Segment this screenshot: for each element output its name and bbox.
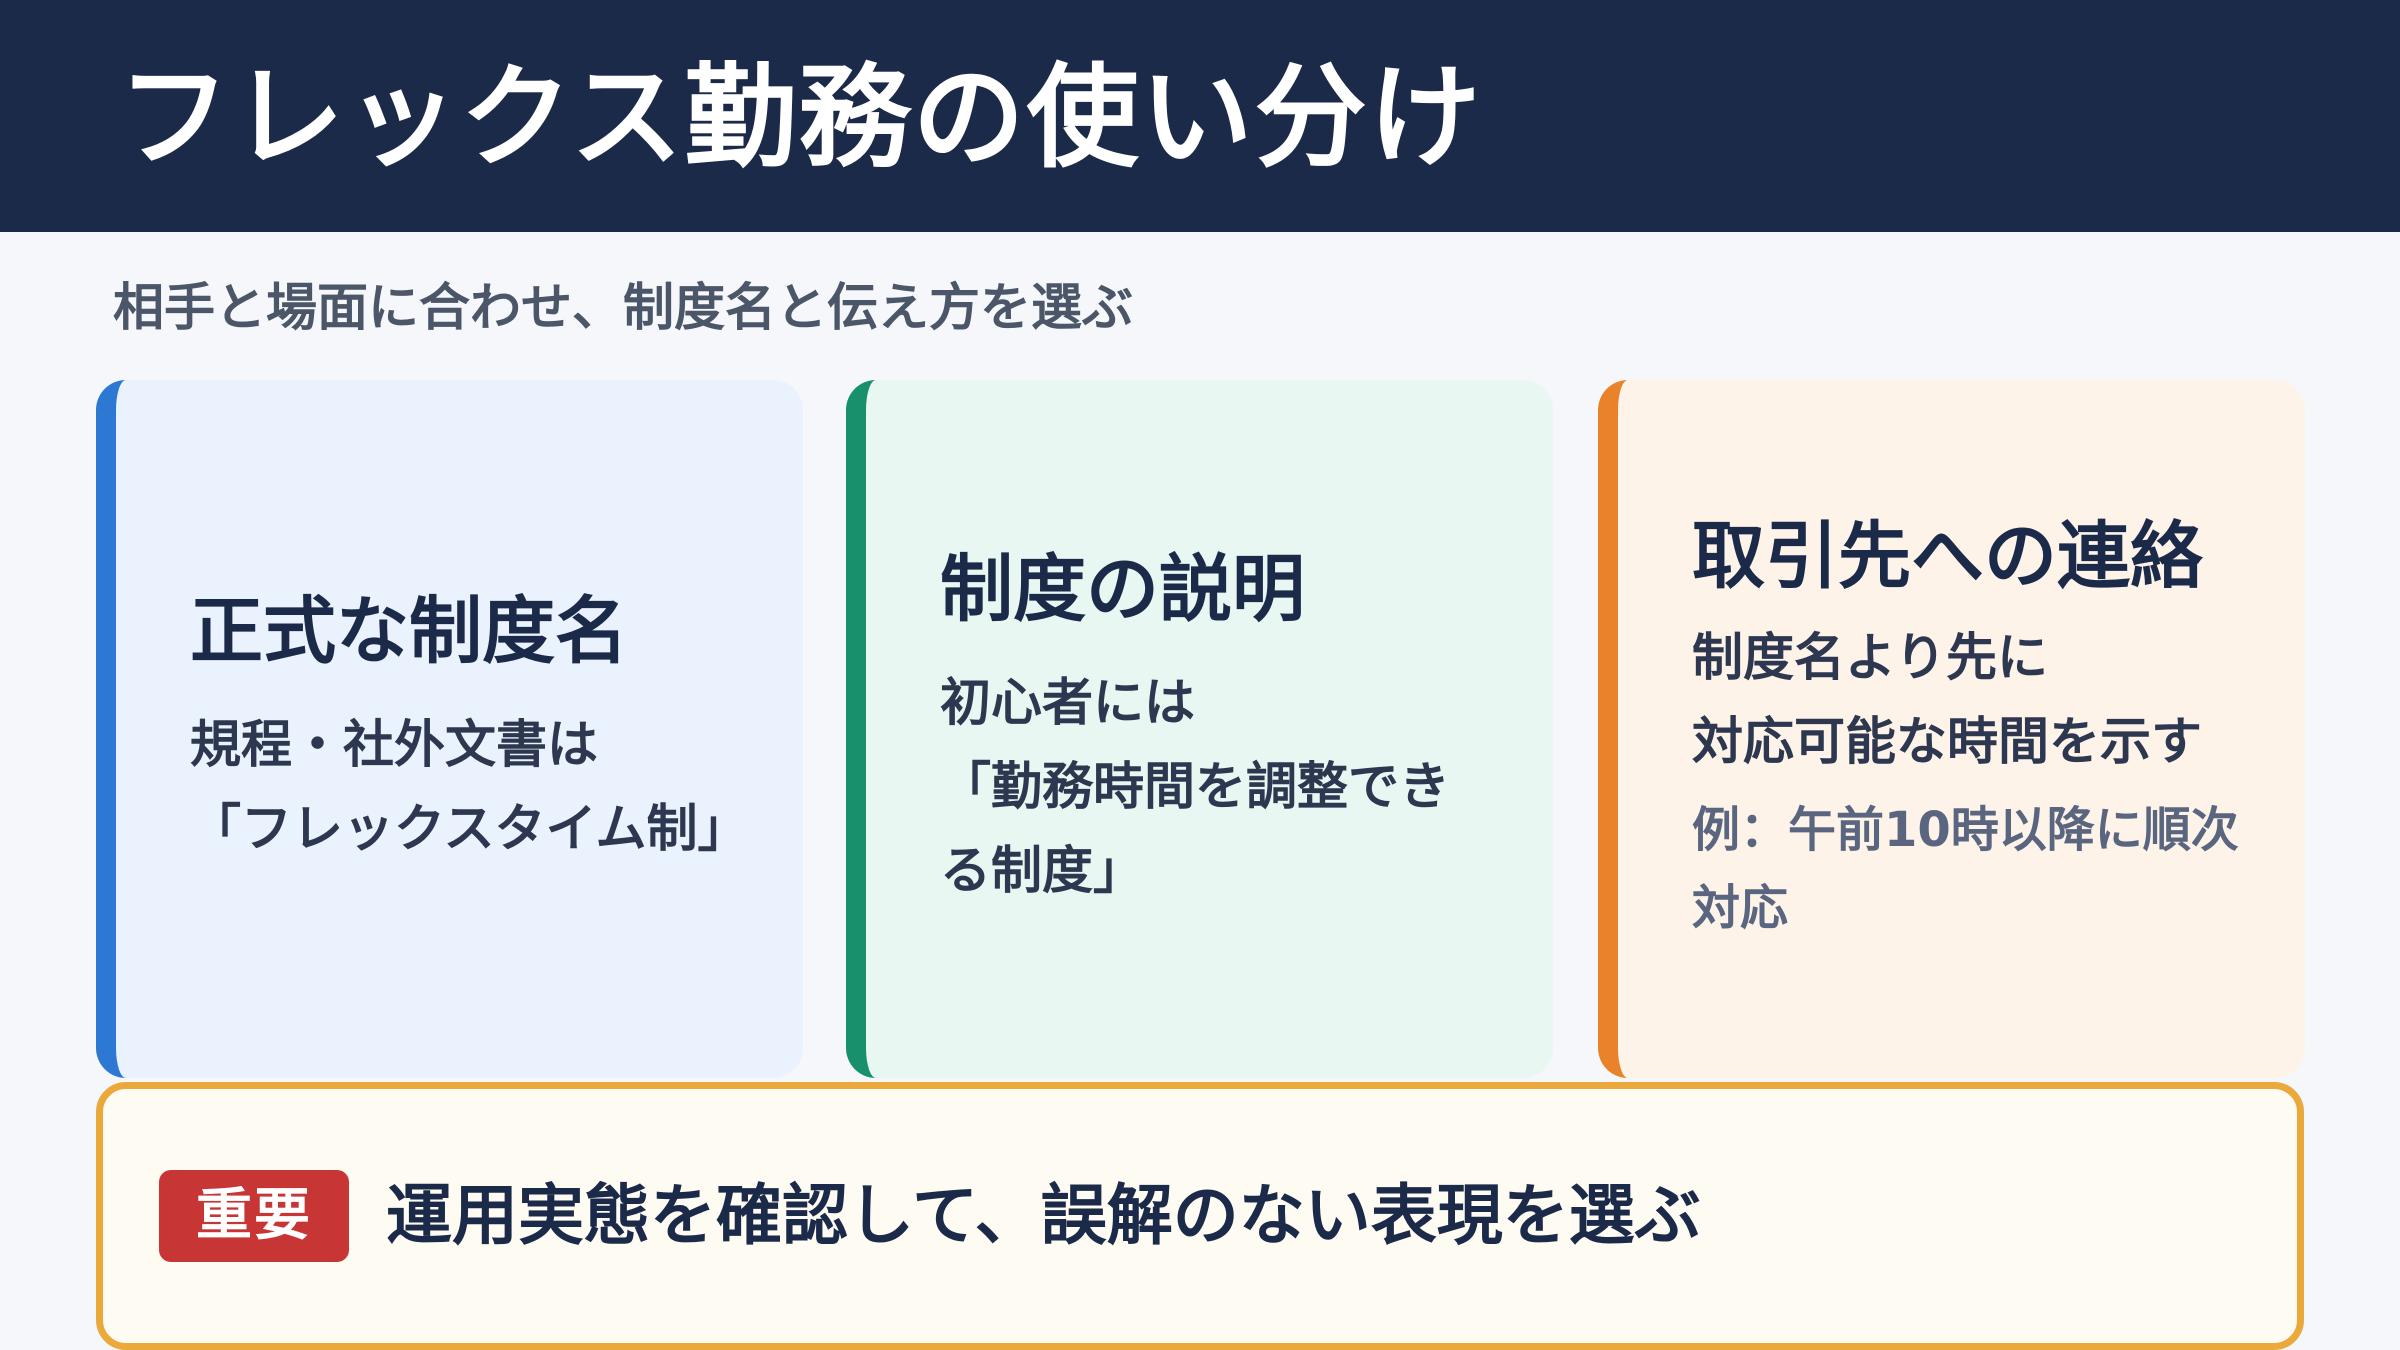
card-title: 制度の説明 (940, 547, 1305, 632)
card-client-contact: 取引先への連絡 制度名より先に 対応可能な時間を示す 例：午前10時以降に順次 … (1598, 380, 2305, 1078)
page-subtitle: 相手と場面に合わせ、制度名と伝え方を選ぶ (113, 279, 1134, 338)
card-body-line: 規程・社外文書は (190, 716, 599, 775)
card-body-line: 初心者には (940, 674, 1196, 733)
important-callout (96, 1082, 2304, 1350)
card-example-note: 例：午前10時以降に順次 対応 (1692, 791, 2305, 947)
card-body: 初心者には 「勤務時間を調整でき る制度」 (940, 662, 1553, 914)
card-body-line: 制度名より先に (1692, 629, 2048, 688)
card-body-line: 「勤務時間を調整でき (940, 758, 1451, 817)
card-body-line: 対応可能な時間を示す (1692, 713, 2203, 772)
card-note-line: 例：午前10時以降に順次 (1692, 802, 2239, 858)
card-explanation: 制度の説明 初心者には 「勤務時間を調整でき る制度」 (846, 380, 1553, 1078)
page-title: フレックス勤務の使い分け (118, 53, 1483, 183)
card-title: 取引先への連絡 (1692, 514, 2203, 599)
card-body: 規程・社外文書は 「フレックスタイム制」 (190, 704, 803, 872)
card-title: 正式な制度名 (190, 589, 628, 674)
card-note-line: 対応 (1692, 880, 1789, 936)
header-bar: フレックス勤務の使い分け (0, 0, 2400, 232)
card-body-line: る制度」 (940, 842, 1145, 901)
important-message: 運用実態を確認して、誤解のない表現を選ぶ (386, 1177, 1701, 1254)
card-body-line: 「フレックスタイム制」 (190, 800, 749, 859)
card-official-name: 正式な制度名 規程・社外文書は 「フレックスタイム制」 (96, 380, 803, 1078)
important-badge: 重要 (159, 1170, 349, 1262)
card-body: 制度名より先に 対応可能な時間を示す (1692, 617, 2305, 785)
